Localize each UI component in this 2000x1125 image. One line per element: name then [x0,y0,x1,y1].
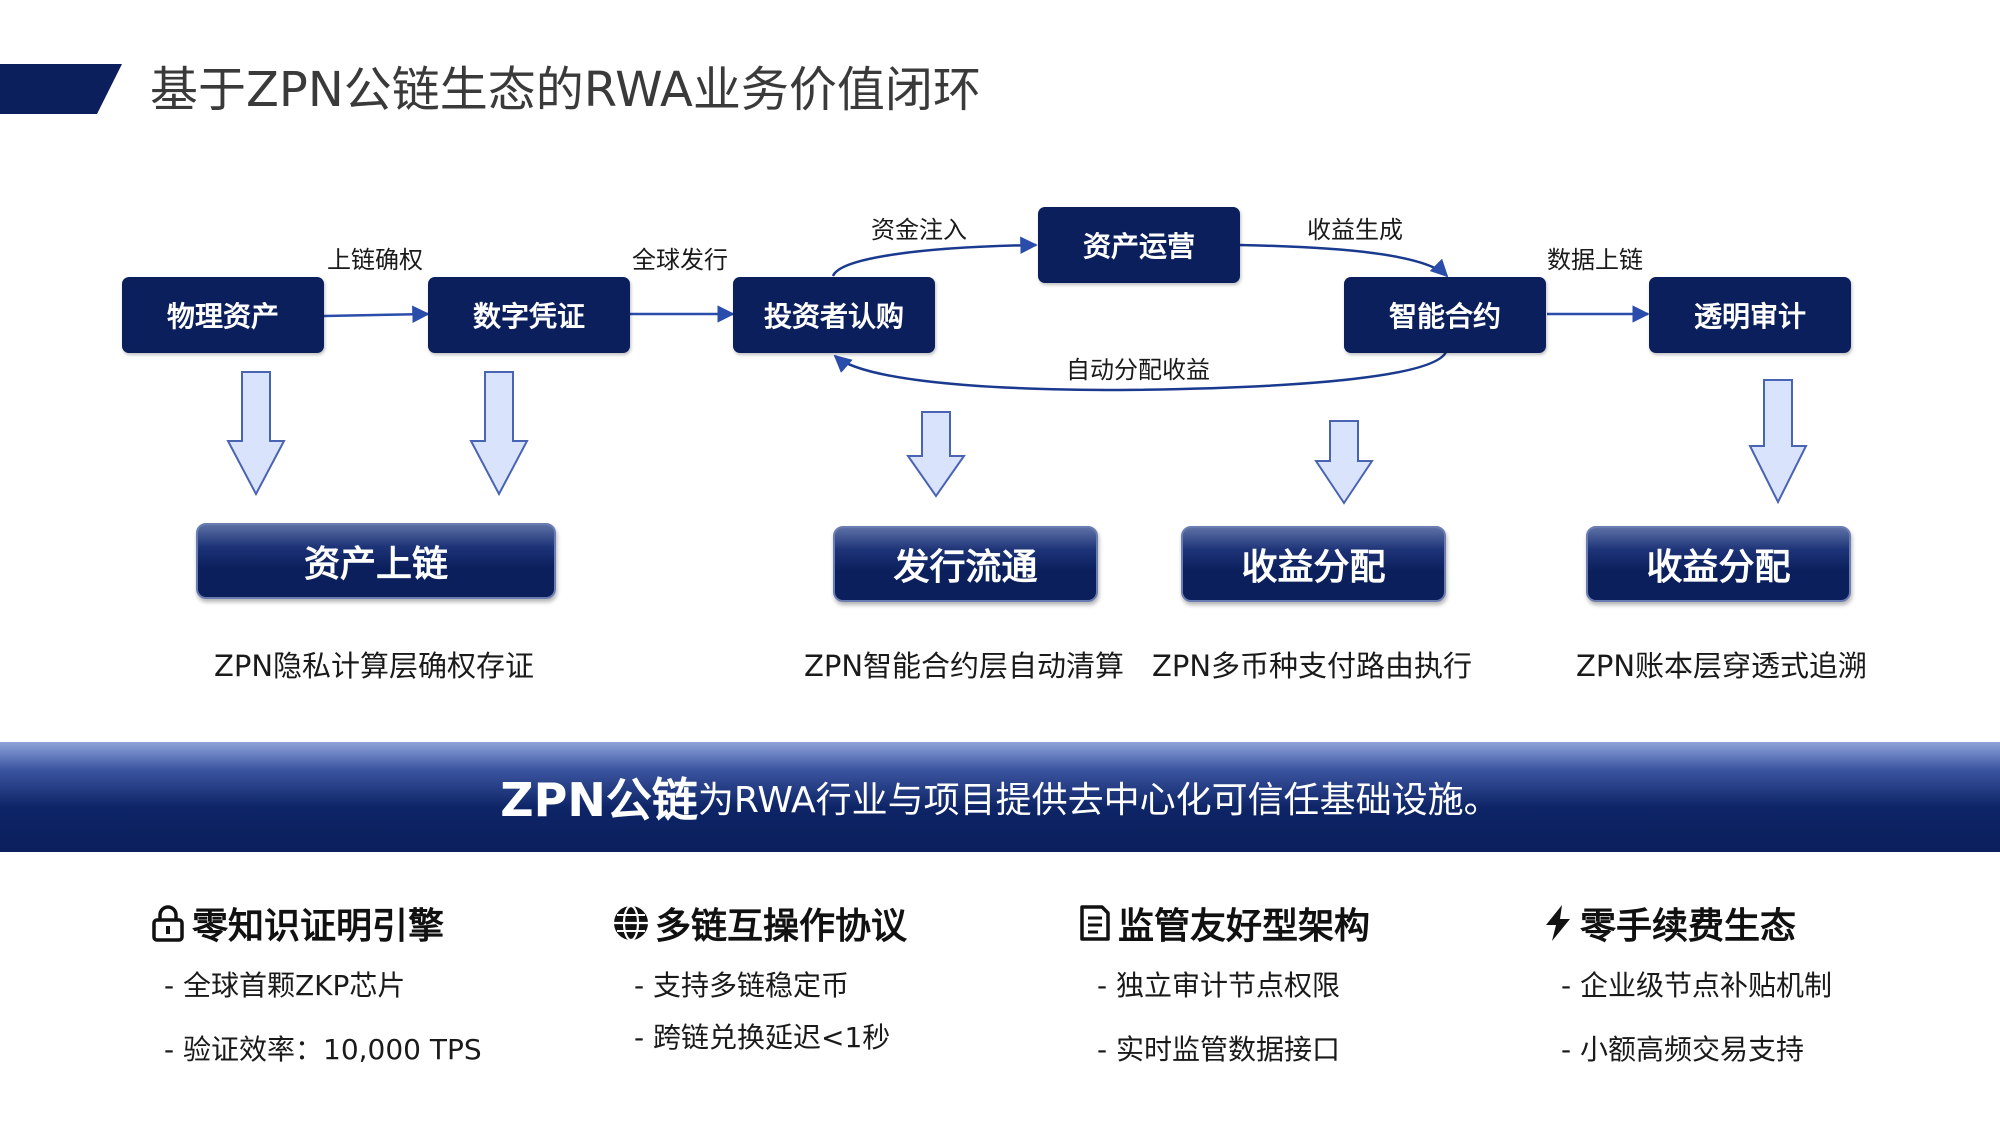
category-revenue-distribution-1: 收益分配 [1181,526,1446,602]
down-arrow-4 [1314,420,1374,505]
category-desc-1: ZPN隐私计算层确权存证 [214,649,535,683]
category-revenue-distribution-2: 收益分配 [1586,526,1851,602]
down-arrow-5 [1748,379,1808,505]
page-title: 基于ZPN公链生态的RWA业务价值闭环 [150,62,981,118]
feature-item: - 跨链兑换延迟<1秒 [634,1021,891,1054]
category-desc-4: ZPN账本层穿透式追溯 [1576,649,1868,683]
category-asset-onchain: 资产上链 [196,523,556,599]
down-arrow-2 [469,371,529,497]
edge-physical-to-digital [323,305,430,324]
node-digital-certificate: 数字凭证 [428,277,630,353]
node-transparent-audit: 透明审计 [1649,277,1851,353]
edge-label-global-issuance: 全球发行 [632,246,728,274]
edge-contract-to-investor [833,351,1448,392]
document-icon [1080,905,1110,941]
feature-item: - 全球首颗ZKP芯片 [164,969,406,1002]
edge-label-capital-injection: 资金注入 [871,216,967,244]
lightning-icon [1546,905,1570,941]
feature-zero-fee: 零手续费生态 [1540,897,1796,949]
down-arrow-1 [226,371,286,497]
edge-label-onchain-rights: 上链确权 [327,246,423,274]
globe-icon [614,904,648,942]
banner-highlight: ZPN公链 [500,773,698,827]
feature-item: - 支持多链稳定币 [634,969,850,1002]
feature-item: - 验证效率：10,000 TPS [164,1033,482,1066]
node-physical-asset: 物理资产 [122,277,324,353]
feature-zkp-engine: 零知识证明引擎 [148,897,444,949]
edge-investor-to-operation [831,236,1038,277]
feature-regulatory: 监管友好型架构 [1074,897,1370,949]
feature-title-text: 零知识证明引擎 [192,906,445,947]
node-asset-operation: 资产运营 [1038,207,1240,283]
feature-item: - 小额高频交易支持 [1561,1033,1805,1066]
feature-title-text: 监管友好型架构 [1118,906,1371,947]
edge-label-data-onchain: 数据上链 [1547,246,1643,274]
summary-banner: ZPN公链为RWA行业与项目提供去中心化可信任基础设施。 [0,742,2000,852]
feature-title-text: 多链互操作协议 [655,906,908,947]
category-desc-2: ZPN智能合约层自动清算 [804,649,1125,683]
feature-title-text: 零手续费生态 [1580,906,1797,947]
feature-multichain: 多链互操作协议 [611,897,907,949]
feature-item: - 独立审计节点权限 [1097,969,1341,1002]
category-issuance-circulation: 发行流通 [833,526,1098,602]
lock-icon [152,905,184,942]
edge-label-revenue-generation: 收益生成 [1307,216,1403,244]
category-desc-3: ZPN多币种支付路由执行 [1152,649,1473,683]
down-arrow-3 [906,411,966,498]
feature-item: - 企业级节点补贴机制 [1561,969,1833,1002]
feature-item: - 实时监管数据接口 [1097,1033,1341,1066]
node-smart-contract: 智能合约 [1344,277,1546,353]
banner-text: 为RWA行业与项目提供去中心化可信任基础设施。 [697,780,1500,821]
node-investor-subscription: 投资者认购 [733,277,935,353]
header-accent-bar [0,64,122,114]
edge-operation-to-contract [1238,243,1449,278]
edge-label-auto-distribution: 自动分配收益 [1066,356,1210,384]
